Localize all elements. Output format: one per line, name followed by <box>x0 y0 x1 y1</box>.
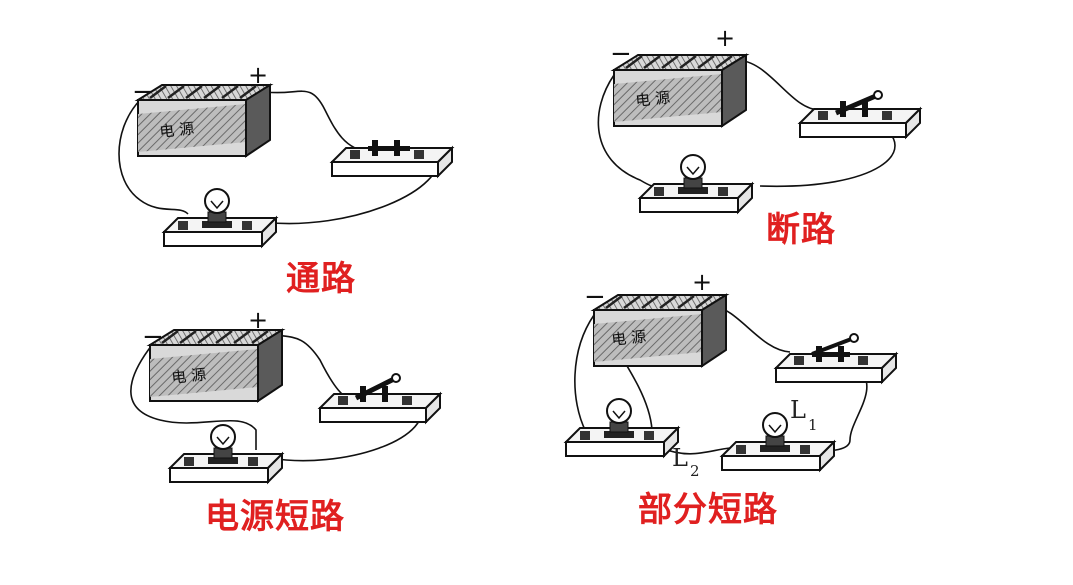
caption-closed-circuit: 通路 <box>286 259 356 299</box>
battery-label: 电 源 <box>611 327 647 349</box>
lamp-l1-subscript: 1 <box>808 416 818 434</box>
caption-partial-short-circuit: 部分短路 <box>638 490 778 530</box>
battery-label: 电 源 <box>159 119 195 141</box>
negative-terminal-sign: − <box>142 322 164 352</box>
lamp <box>163 188 277 247</box>
positive-terminal-sign: + <box>715 24 735 52</box>
caption-open-circuit: 断路 <box>766 210 836 250</box>
battery-label: 电 源 <box>635 88 671 110</box>
battery-label: 电 源 <box>171 365 207 387</box>
caption-source-short-circuit: 电源短路 <box>205 497 345 537</box>
switch-open <box>799 100 921 138</box>
negative-terminal-sign: − <box>610 39 632 69</box>
negative-terminal-sign: − <box>132 77 154 107</box>
panel-open-circuit: − + 电 源 <box>597 24 921 213</box>
panel-partial-short-circuit: − + 电 源 L 1 L 2 <box>565 268 897 480</box>
positive-terminal-sign: + <box>248 61 268 89</box>
lamp-l2-label: L <box>672 444 688 472</box>
battery <box>148 328 284 403</box>
lamp-l2-subscript: 2 <box>690 462 700 480</box>
switch-open <box>319 385 441 423</box>
lamp <box>639 154 753 213</box>
positive-terminal-sign: + <box>692 268 712 296</box>
lamp <box>169 424 283 483</box>
lamp-l2 <box>565 398 679 457</box>
negative-terminal-sign: − <box>584 282 606 312</box>
positive-terminal-sign: + <box>248 306 268 334</box>
switch-closed <box>775 345 897 383</box>
panel-closed-circuit: − + 电 源 <box>118 61 453 247</box>
lamp-l1-label: L <box>790 396 806 424</box>
battery <box>136 83 272 158</box>
battery <box>612 53 748 128</box>
panel-source-short-circuit: − + 电 源 <box>130 306 441 483</box>
